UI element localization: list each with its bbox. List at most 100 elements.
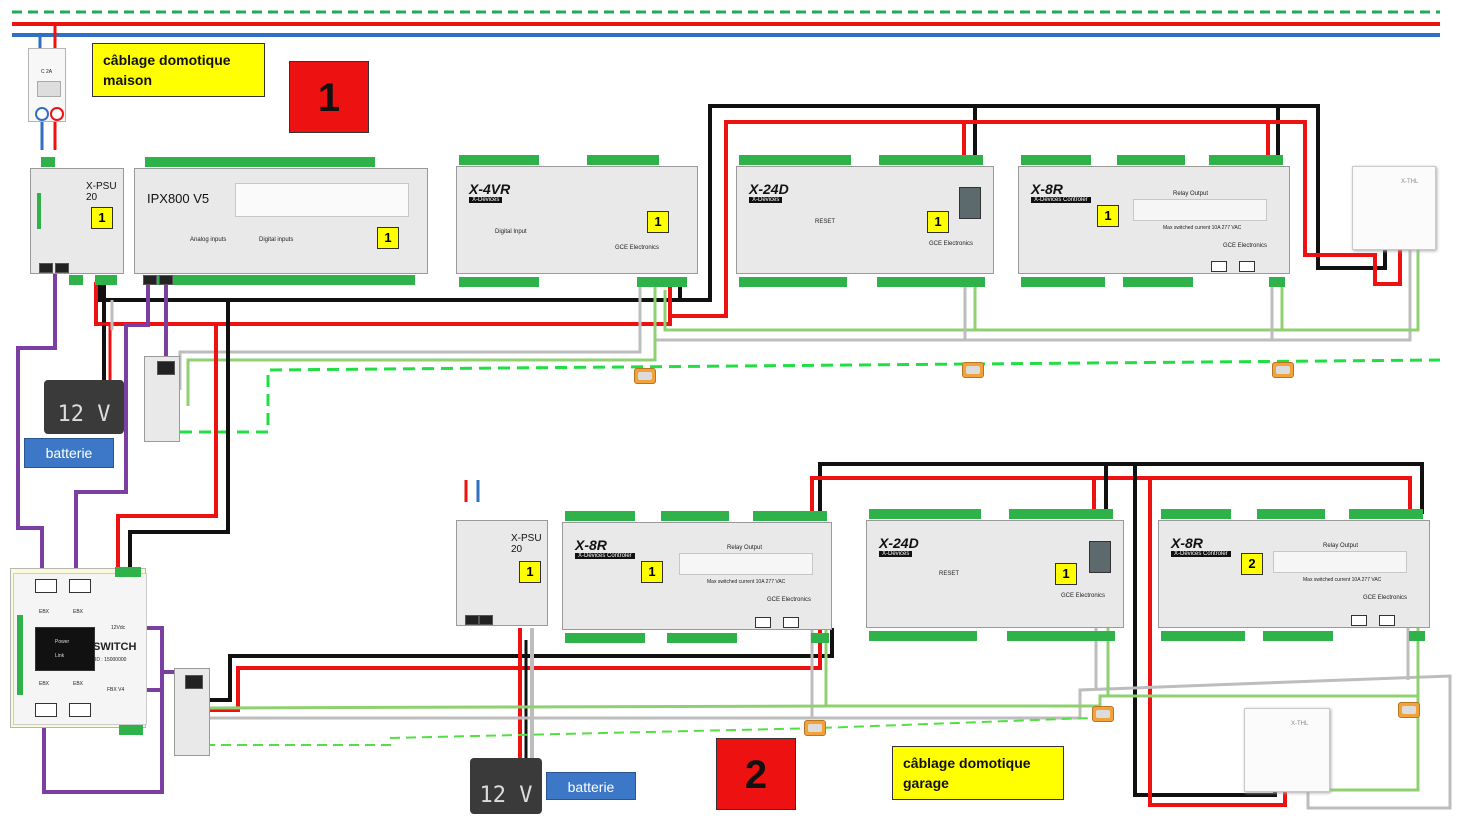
x8r-top-port-2[interactable] <box>1239 261 1255 272</box>
x24d-bottom-subtitle: X-Devices <box>879 551 913 557</box>
battery-red-lead <box>96 322 112 380</box>
top-gray-bus <box>178 282 642 390</box>
xpsu-bottom-port-right[interactable] <box>479 615 493 625</box>
x8r-top-title: X-8R <box>1031 181 1063 197</box>
xpsu-bottom-module: X-PSU 20 1 <box>456 520 548 626</box>
x8r-top-max-current: Max switched current 10A 277 VAC <box>1163 225 1242 231</box>
switch-port-1-top[interactable] <box>35 579 57 593</box>
house-wiring-label: câblage domotique maison <box>92 43 265 97</box>
top-green-dashed <box>180 358 1441 434</box>
x4vr-subtitle: X-Devices <box>469 197 503 203</box>
xpsu-bottom-port-left[interactable] <box>465 615 479 625</box>
x8r-top-relay-block <box>1133 199 1267 221</box>
battery-bottom: 12 V <box>470 758 542 814</box>
zone-2-marker: 2 <box>716 738 796 810</box>
ipx800-analog-label: Analog inputs <box>190 237 227 243</box>
x24d-bottom-badge: 1 <box>1055 563 1077 585</box>
purple-psu-switch <box>16 270 57 572</box>
xthl-top-sensor: X-THL <box>1352 166 1436 250</box>
ipx800-ethernet-2[interactable] <box>159 275 173 285</box>
xpsu-top-port-left[interactable] <box>39 263 53 273</box>
x8r-bottom1-title: X-8R <box>575 537 607 553</box>
battery-bottom-text: batterie <box>567 779 615 795</box>
battery-top-text: batterie <box>45 445 93 461</box>
x24d-bottom-module: X-24D X-Devices RESET 1 GCE Electronics <box>866 509 1124 641</box>
x8r-bottom1-brand: GCE Electronics <box>767 597 812 603</box>
switch-port-1-label: EBX <box>39 609 50 615</box>
rj-junction-bottom-port[interactable] <box>185 675 203 689</box>
xpsu-top-port-right[interactable] <box>55 263 69 273</box>
zone-1-marker: 1 <box>289 61 369 133</box>
x24d-top-reset[interactable]: RESET <box>815 219 836 225</box>
x8r-bottom2-module: X-8R X-Devices Controler Relay Output Ma… <box>1158 509 1430 641</box>
x24d-top-module: X-24D X-Devices RESET 1 GCE Electronics <box>736 155 994 287</box>
x8r-bottom2-brand: GCE Electronics <box>1363 595 1408 601</box>
x8r-top-badge: 1 <box>1097 205 1119 227</box>
ipx800-title: IPX800 V5 <box>147 191 210 206</box>
top-gray-run <box>654 248 1412 342</box>
bottom-red-to-thl <box>1148 478 1287 807</box>
switch-port-2-label: EBX <box>73 609 84 615</box>
switch-port-2-top[interactable] <box>69 579 91 593</box>
switch-fbx: FBX V4 <box>107 687 125 693</box>
top-red-bus <box>94 120 1402 326</box>
bottom-red-bus <box>205 628 822 712</box>
x24d-top-subtitle: X-Devices <box>749 197 783 203</box>
x4vr-module: X-4VR X-Devices Digital Input 1 GCE Elec… <box>456 155 698 287</box>
switch-port-4-bottom[interactable] <box>69 703 91 717</box>
wago-connector-bottom-3 <box>1398 702 1420 718</box>
zone-2-number: 2 <box>744 753 768 797</box>
battery-bottom-voltage: 12 V <box>479 783 533 808</box>
x24d-bottom-dc-input <box>1089 541 1111 573</box>
x8r-bottom1-port-1[interactable] <box>755 617 771 628</box>
x8r-bottom2-title: X-8R <box>1171 535 1203 551</box>
x8r-bottom1-relay-block <box>679 553 813 575</box>
left-black-vertical <box>128 300 230 572</box>
switch-port-4-label: EBX <box>73 681 84 687</box>
battery-bottom-label: batterie <box>546 772 636 800</box>
left-red-vertical <box>116 324 218 572</box>
battery-top: 12 V <box>44 380 124 434</box>
x4vr-brand: GCE Electronics <box>615 245 660 251</box>
ipx800-digital-label: Digital inputs <box>259 237 294 243</box>
top-lightgreen-bus <box>186 282 657 406</box>
xpsu-top-title: X-PSU 20 <box>86 181 117 203</box>
switch-link-label: Link <box>55 653 65 659</box>
x8r-bottom1-port-2[interactable] <box>783 617 799 628</box>
x24d-top-dc-input <box>959 187 981 219</box>
x8r-bottom2-port-2[interactable] <box>1379 615 1395 626</box>
xthl-bottom-sensor: X-THL <box>1244 708 1330 792</box>
x24d-top-brand: GCE Electronics <box>929 241 974 247</box>
x8r-bottom1-max-current: Max switched current 10A 277 VAC <box>707 579 786 585</box>
x8r-top-subtitle: X-Devices Controler <box>1031 197 1091 203</box>
zone-1-number: 1 <box>317 76 341 120</box>
x8r-bottom1-module: X-8R X-Devices Controler Relay Output Ma… <box>562 511 832 643</box>
ipx800-ethernet-1[interactable] <box>143 275 157 285</box>
x24d-top-title: X-24D <box>749 181 789 197</box>
bottom-red-top <box>810 476 1412 514</box>
switch-vdc: 12Vdc <box>111 625 126 631</box>
xthl-bottom-title: X-THL <box>1291 721 1309 727</box>
switch-title: SWITCH <box>93 641 137 653</box>
x8r-top-port-1[interactable] <box>1211 261 1227 272</box>
x8r-bottom2-relay-label: Relay Output <box>1323 543 1359 549</box>
wago-connector-top-1 <box>634 368 656 384</box>
xpsu-top-module: X-PSU 20 1 <box>30 157 124 285</box>
x8r-bottom2-subtitle: X-Devices Controler <box>1171 551 1231 557</box>
x8r-bottom1-badge: 1 <box>641 561 663 583</box>
x8r-bottom1-relay-label: Relay Output <box>727 545 763 551</box>
breaker-rating: C 2A <box>41 69 53 75</box>
switch-port-3-bottom[interactable] <box>35 703 57 717</box>
x24d-bottom-title: X-24D <box>879 535 919 551</box>
switch-power-label: Power <box>55 639 70 645</box>
purple-ipx-switch <box>74 282 150 572</box>
battery-top-label: batterie <box>24 438 114 468</box>
x8r-bottom2-port-1[interactable] <box>1351 615 1367 626</box>
switch-status-panel <box>35 627 95 671</box>
wago-connector-bottom-2 <box>1092 706 1114 722</box>
ipx800-module: IPX800 V5 Analog inputs Digital inputs 1 <box>134 157 428 285</box>
xpsu-bottom-title: X-PSU 20 <box>511 533 542 555</box>
rj-junction-top-port[interactable] <box>157 361 175 375</box>
x24d-bottom-reset[interactable]: RESET <box>939 571 960 577</box>
